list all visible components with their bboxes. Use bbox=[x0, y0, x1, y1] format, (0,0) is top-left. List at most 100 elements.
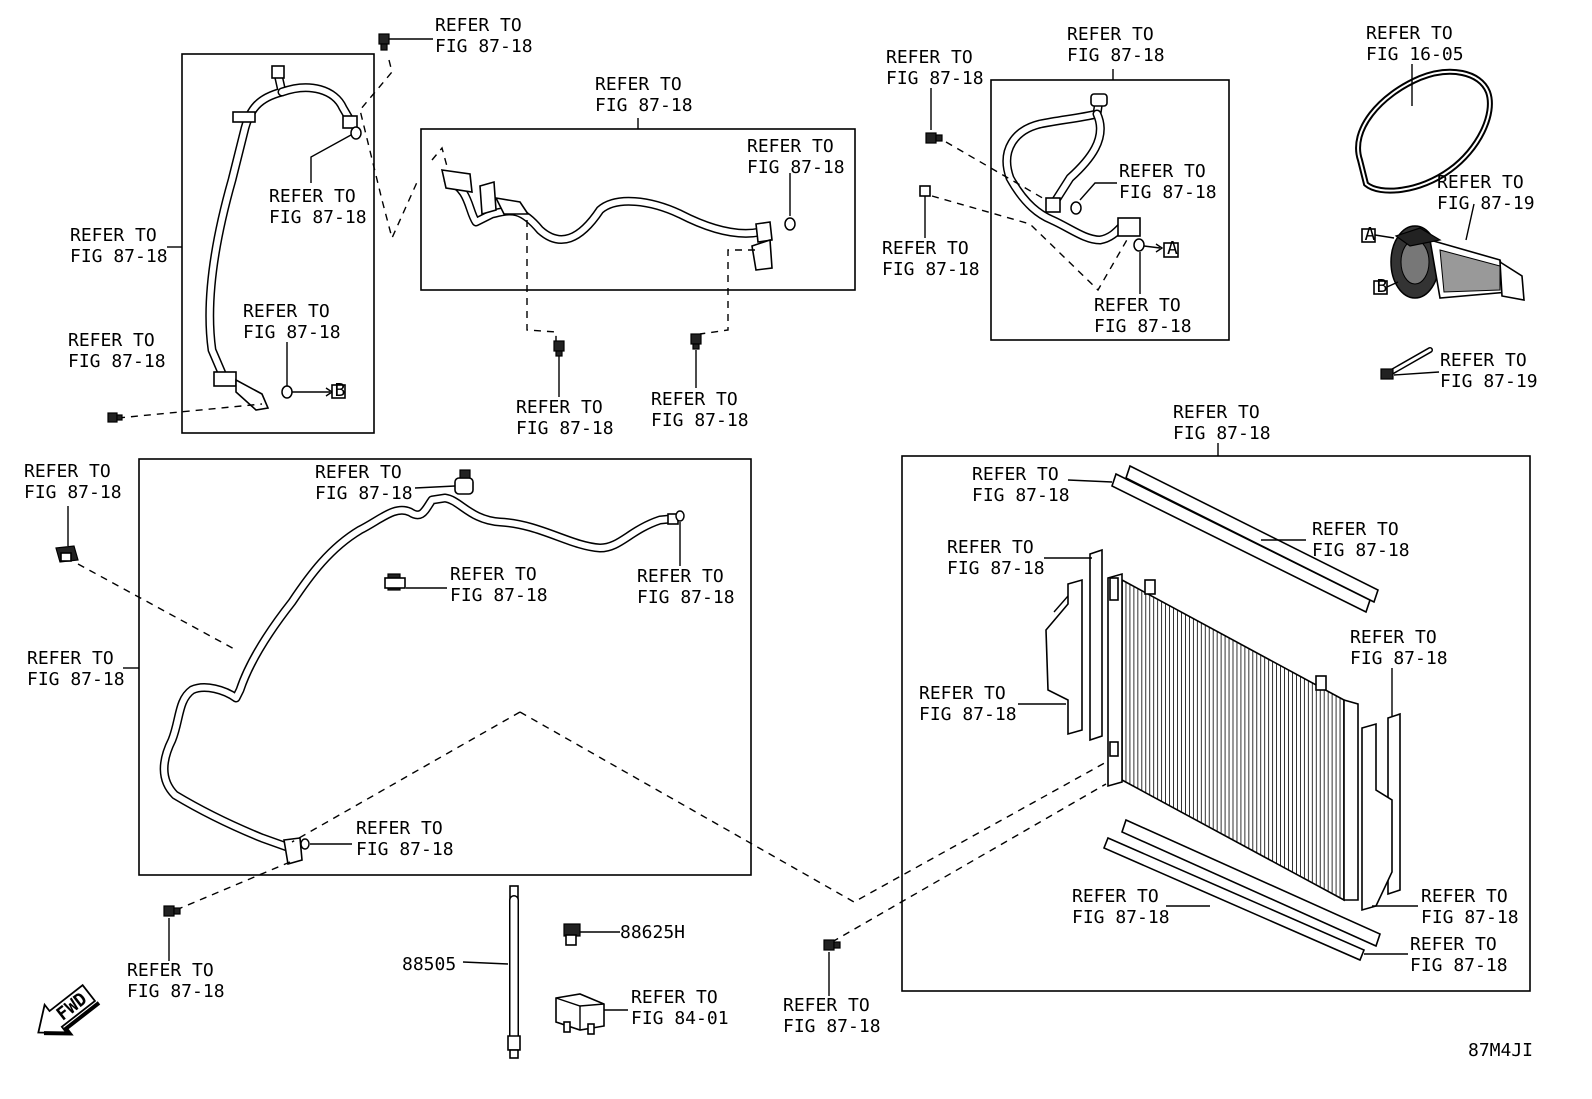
label-l38-a: REFER TO bbox=[631, 987, 718, 1008]
label-l12-b: FIG 87-18 bbox=[1119, 182, 1217, 203]
bolt-suction-left bbox=[553, 340, 565, 357]
marker-b-compressor: B bbox=[1377, 276, 1388, 297]
label-l1-a: REFER TO bbox=[435, 15, 522, 36]
label-l9-a: REFER TO bbox=[651, 389, 738, 410]
bolt-box4-bottom bbox=[163, 905, 181, 917]
marker-a-compressor: A bbox=[1365, 224, 1376, 245]
label-l31-b: FIG 87-18 bbox=[919, 704, 1017, 725]
label-l12-a: REFER TO bbox=[1119, 161, 1206, 182]
label-l34-a: REFER TO bbox=[1410, 934, 1497, 955]
bracket-left bbox=[1045, 578, 1083, 736]
discharge-hose bbox=[205, 65, 358, 411]
condenser bbox=[1107, 572, 1359, 902]
label-l26-a: REFER TO bbox=[1173, 402, 1260, 423]
box-tube-assembly bbox=[138, 458, 752, 876]
label-l23-b: FIG 87-18 bbox=[356, 839, 454, 860]
part-88505-receiver bbox=[507, 885, 521, 1059]
part-88625H-plug bbox=[563, 923, 581, 946]
label-l4-a: REFER TO bbox=[243, 301, 330, 322]
part-number-88505: 88505 bbox=[402, 954, 456, 975]
label-l2-a: REFER TO bbox=[269, 186, 356, 207]
marker-a-box3: A bbox=[1167, 238, 1178, 259]
label-l18-b: FIG 87-18 bbox=[24, 482, 122, 503]
label-l5-b: FIG 87-18 bbox=[68, 351, 166, 372]
label-l32-a: REFER TO bbox=[1072, 886, 1159, 907]
bolt-suction-right bbox=[690, 333, 702, 350]
label-l4-b: FIG 87-18 bbox=[243, 322, 341, 343]
label-l3-a: REFER TO bbox=[70, 225, 157, 246]
label-l7-a: REFER TO bbox=[747, 136, 834, 157]
suction-pipe bbox=[440, 169, 773, 271]
seal-side-left bbox=[1089, 548, 1103, 742]
label-l13-b: FIG 87-18 bbox=[882, 259, 980, 280]
label-l5-a: REFER TO bbox=[68, 330, 155, 351]
seal-top bbox=[1111, 464, 1379, 614]
label-l17-a: REFER TO bbox=[1440, 350, 1527, 371]
label-l13-a: REFER TO bbox=[882, 238, 969, 259]
label-l27-a: REFER TO bbox=[972, 464, 1059, 485]
label-l10-b: FIG 87-18 bbox=[886, 68, 984, 89]
bolt-top-left bbox=[378, 33, 390, 51]
label-l38-b: FIG 84-01 bbox=[631, 1008, 729, 1029]
compressor bbox=[1390, 225, 1525, 301]
box-discharge-hose bbox=[181, 53, 375, 434]
label-l21-b: FIG 87-18 bbox=[637, 587, 735, 608]
label-l24-b: FIG 87-18 bbox=[127, 981, 225, 1002]
label-l18-a: REFER TO bbox=[24, 461, 111, 482]
label-l26-b: FIG 87-18 bbox=[1173, 423, 1271, 444]
label-l3-b: FIG 87-18 bbox=[70, 246, 168, 267]
label-l33-a: REFER TO bbox=[1421, 886, 1508, 907]
label-l29-a: REFER TO bbox=[947, 537, 1034, 558]
relay bbox=[555, 993, 605, 1035]
label-l23-a: REFER TO bbox=[356, 818, 443, 839]
label-l22-a: REFER TO bbox=[27, 648, 114, 669]
condenser-fins bbox=[1125, 582, 1341, 898]
liquid-pipe bbox=[1002, 93, 1141, 245]
label-l2-b: FIG 87-18 bbox=[269, 207, 367, 228]
label-l19-b: FIG 87-18 bbox=[315, 483, 413, 504]
label-l25-b: FIG 87-18 bbox=[783, 1016, 881, 1037]
drive-belt bbox=[1355, 68, 1493, 194]
label-l28-b: FIG 87-18 bbox=[1312, 540, 1410, 561]
label-l10-a: REFER TO bbox=[886, 47, 973, 68]
seal-bottom bbox=[1102, 818, 1381, 962]
bolt-liquid-mid bbox=[919, 185, 931, 197]
label-l33-b: FIG 87-18 bbox=[1421, 907, 1519, 928]
bolt-box1-left bbox=[107, 412, 123, 423]
label-l14-b: FIG 87-18 bbox=[1094, 316, 1192, 337]
label-l29-b: FIG 87-18 bbox=[947, 558, 1045, 579]
part-number-88625H: 88625H bbox=[620, 922, 685, 943]
label-l30-b: FIG 87-18 bbox=[1350, 648, 1448, 669]
label-l28-a: REFER TO bbox=[1312, 519, 1399, 540]
clip bbox=[384, 573, 406, 591]
compressor-bolt bbox=[1380, 347, 1433, 380]
label-l14-a: REFER TO bbox=[1094, 295, 1181, 316]
label-l9-b: FIG 87-18 bbox=[651, 410, 749, 431]
label-l30-a: REFER TO bbox=[1350, 627, 1437, 648]
label-l20-a: REFER TO bbox=[450, 564, 537, 585]
bracket-right bbox=[1361, 722, 1393, 912]
label-l20-b: FIG 87-18 bbox=[450, 585, 548, 606]
box-liquid-pipe bbox=[990, 79, 1230, 341]
label-l27-b: FIG 87-18 bbox=[972, 485, 1070, 506]
label-l11-b: FIG 87-18 bbox=[1067, 45, 1165, 66]
label-l25-a: REFER TO bbox=[783, 995, 870, 1016]
fwd-arrow-icon: FWD bbox=[37, 983, 101, 1036]
label-l31-a: REFER TO bbox=[919, 683, 1006, 704]
label-l16-a: REFER TO bbox=[1437, 172, 1524, 193]
label-l6-b: FIG 87-18 bbox=[595, 95, 693, 116]
label-l22-b: FIG 87-18 bbox=[27, 669, 125, 690]
marker-b-box1: B bbox=[335, 380, 346, 401]
box-condenser bbox=[901, 455, 1531, 992]
bolt-liquid-top bbox=[925, 132, 943, 144]
label-l19-a: REFER TO bbox=[315, 462, 402, 483]
label-l21-a: REFER TO bbox=[637, 566, 724, 587]
label-l8-a: REFER TO bbox=[516, 397, 603, 418]
label-l1-b: FIG 87-18 bbox=[435, 36, 533, 57]
figure-code: 87M4JI bbox=[1468, 1040, 1533, 1061]
label-l34-b: FIG 87-18 bbox=[1410, 955, 1508, 976]
label-l6-a: REFER TO bbox=[595, 74, 682, 95]
bolt-condenser-left bbox=[823, 939, 841, 951]
label-l8-b: FIG 87-18 bbox=[516, 418, 614, 439]
